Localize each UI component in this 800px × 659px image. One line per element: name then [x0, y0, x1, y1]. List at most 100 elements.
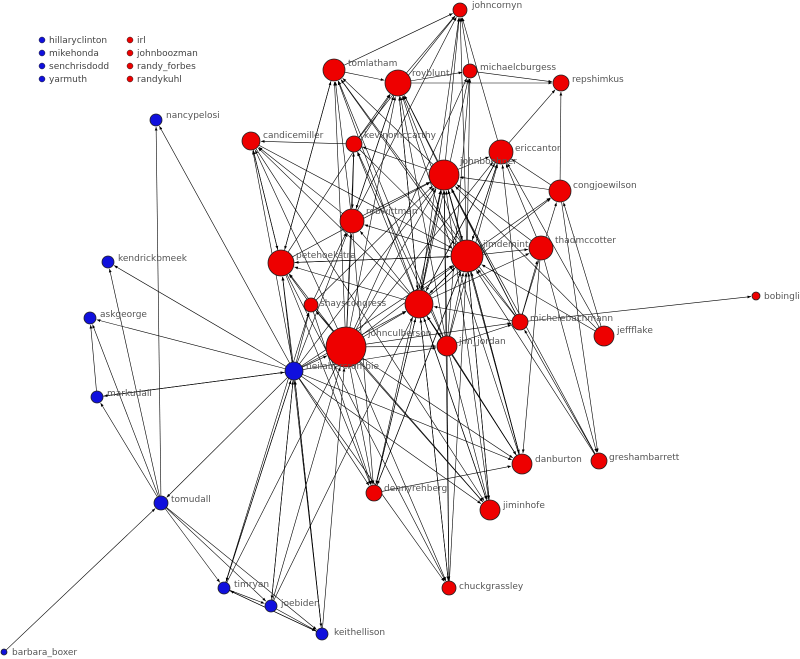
legend-marker-red [126, 36, 134, 44]
node-shayscongress[interactable] [303, 297, 319, 313]
edge-kevinomccarthy-to-robwittman [350, 151, 355, 209]
edge-johnculberson-to-mcg [363, 311, 407, 338]
edge-mcg-to-candicemiller [257, 147, 410, 295]
node-repshimkus[interactable] [552, 74, 570, 92]
edge-candicemiller-to-jiminhofe [255, 148, 485, 501]
edge-barbara_boxer-to-tomudall [5, 508, 156, 651]
node-congjoewilson[interactable] [548, 179, 572, 203]
edge-shayscongress-to-dennyrehberg [312, 311, 372, 485]
node-label-bobinglis: bobinglis [764, 292, 800, 302]
edge-johnculberson-to-tomlatham [333, 81, 346, 328]
node-michaelcburgess[interactable] [462, 63, 478, 79]
edge-neilabercrombie-to-chuckgrassley [298, 378, 445, 582]
edge-jim_jordan-to-michelebachmann [456, 324, 512, 344]
node-jimdemint[interactable] [450, 239, 484, 273]
edge-michelebachmann-to-tomlatham [340, 79, 516, 316]
node-mcg[interactable] [404, 289, 434, 319]
edge-johnculberson-to-candicemiller [254, 149, 338, 329]
edge-mcg-to-congjoewilson [429, 198, 551, 296]
legend-label-mikehonda: mikehonda [49, 49, 99, 59]
edge-keithellison-to-johnculberson [322, 367, 346, 629]
edge-michelebachmann-to-thadmccotter [521, 260, 538, 315]
edge-johnboehner-to-johncornyn [445, 17, 461, 161]
node-johnculberson[interactable] [325, 326, 367, 368]
edge-timryan-to-shayscongress [225, 312, 309, 583]
node-jeffflake[interactable] [593, 325, 615, 347]
edge-johnboehner-to-mcg [421, 189, 442, 290]
edge-thadmccotter-to-johnboehner [456, 184, 532, 242]
node-tomudall[interactable] [153, 495, 169, 511]
edge-joebiden-to-neilabercrombie [271, 380, 295, 601]
edge-royblunt-to-michaelcburgess [410, 71, 463, 82]
node-keithellison[interactable] [315, 627, 329, 641]
edge-mcg-to-dennyrehberg [375, 317, 417, 485]
edge-greshambarrett-to-michelebachmann [524, 329, 596, 455]
edge-michelebachmann-to-bobinglis [527, 295, 752, 322]
edge-mcg-to-kevinomccarthy [357, 152, 415, 292]
node-timryan[interactable] [217, 581, 231, 595]
edge-candicemiller-to-jimdemint [258, 144, 453, 249]
node-royblunt[interactable] [384, 69, 412, 97]
node-joebiden[interactable] [264, 599, 278, 613]
edge-jimdemint-to-jiminhofe [468, 271, 491, 500]
node-danburton[interactable] [511, 453, 533, 475]
node-bobinglis[interactable] [751, 291, 761, 301]
edge-neilabercrombie-to-dennyrehberg [298, 378, 370, 486]
node-markudall[interactable] [90, 390, 104, 404]
node-kevinomccarthy[interactable] [345, 135, 363, 153]
node-thadmccotter[interactable] [528, 235, 554, 261]
edge-ericcantor-to-jimdemint [471, 163, 498, 240]
node-ericcantor[interactable] [488, 139, 514, 165]
node-jim_jordan[interactable] [436, 335, 458, 357]
node-label-johnculberson: johnculberson [367, 329, 431, 339]
node-neilabercrombie[interactable] [284, 361, 304, 381]
edge-congjoewilson-to-greshambarrett [561, 201, 599, 453]
legend-label-senchrisdodd: senchrisdodd [49, 62, 109, 72]
node-johnboehner[interactable] [428, 159, 460, 191]
node-petehoekstra[interactable] [267, 249, 295, 277]
edge-royblunt-to-johncornyn [406, 15, 456, 74]
edge-petehoekstra-to-jimdemint [293, 255, 451, 263]
edge-kevinomccarthy-to-jimdemint [359, 149, 456, 245]
node-greshambarrett[interactable] [590, 452, 608, 470]
node-michelebachmann[interactable] [511, 313, 529, 331]
node-johncornyn[interactable] [452, 2, 468, 18]
edge-thadmccotter-to-danburton [521, 259, 541, 454]
edge-ericcantor-to-mcg [425, 162, 496, 291]
edge-shayscongress-to-johnboehner [315, 185, 433, 301]
edge-michaelcburgess-to-repshimkus [476, 71, 553, 83]
edge-tomudall-to-kendrickbmeek [108, 268, 160, 497]
node-robwittman[interactable] [339, 208, 365, 234]
node-label-dennyrehberg: dennyrehberg [384, 484, 447, 494]
node-label-barbara_boxer: barbara_boxer [12, 648, 77, 658]
edge-johnculberson-to-chuckgrassley [353, 365, 447, 581]
edge-neilabercrombie-to-askgeorge [96, 319, 286, 370]
legend-label-randy_forbes: randy_forbes [137, 62, 196, 72]
edge-jim_jordan-to-royblunt [399, 96, 446, 337]
edge-petehoekstra-to-royblunt [287, 94, 391, 253]
node-candicemiller[interactable] [241, 131, 261, 151]
node-barbara_boxer[interactable] [0, 648, 8, 656]
node-dennyrehberg[interactable] [365, 484, 383, 502]
node-chuckgrassley[interactable] [441, 580, 457, 596]
edge-joebiden-to-johnculberson [272, 367, 341, 601]
node-nancypelosi[interactable] [149, 113, 163, 127]
edge-neilabercrombie-to-kendrickbmeek [113, 265, 287, 367]
node-tomlatham[interactable] [322, 58, 346, 82]
edge-congjoewilson-to-ericcantor [511, 158, 551, 186]
node-askgeorge[interactable] [83, 311, 97, 325]
node-label-johncornyn: johncornyn [471, 1, 522, 11]
node-label-tomudall: tomudall [171, 495, 211, 505]
edge-jimdemint-to-mcg [429, 267, 456, 294]
edge-jeffflake-to-congjoewilson [563, 202, 602, 327]
edge-jim_jordan-to-danburton [452, 354, 517, 455]
legend-marker-red [126, 49, 134, 57]
node-kendrickbmeek[interactable] [101, 255, 115, 269]
edge-congjoewilson-to-repshimkus [559, 91, 563, 181]
node-jiminhofe[interactable] [479, 499, 501, 521]
edge-jimdemint-to-congjoewilson [479, 197, 551, 248]
edge-robwittman-to-candicemiller [258, 146, 343, 214]
edge-greshambarrett-to-jimdemint [475, 270, 595, 455]
